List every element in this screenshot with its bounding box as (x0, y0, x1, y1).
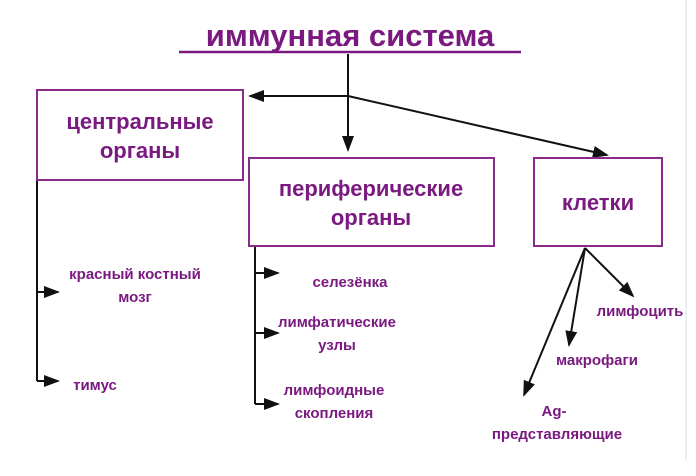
ag-presenting-line2: представляющие (492, 426, 622, 443)
thymus-label: тимус (73, 377, 117, 394)
peripheral-organs-box: периферические органы (248, 157, 495, 247)
peripheral-box-line2: органы (331, 205, 411, 230)
spleen-label: селезёнка (312, 274, 388, 291)
lymphoid-clusters-line2: скопления (295, 405, 374, 422)
macrophages-label: макрофаги (556, 352, 638, 369)
central-organs-box: центральные органы (36, 89, 244, 181)
cells-box-label: клетки (562, 190, 634, 215)
peripheral-box-line1: периферические (279, 176, 463, 201)
lymphocytes-label: лимфоцить (597, 303, 684, 320)
ag-presenting-line1: Ag- (542, 403, 567, 420)
lymph-nodes-line1: лимфатические (278, 314, 396, 331)
red-marrow-line2: мозг (118, 289, 152, 306)
central-box-line2: органы (100, 138, 180, 163)
red-marrow-line1: красный костный (69, 266, 201, 283)
lymph-nodes-line2: узлы (318, 337, 356, 354)
cells-box: клетки (533, 157, 663, 247)
connectors (36, 54, 635, 410)
central-box-line1: центральные (66, 109, 213, 134)
diagram-title: иммунная система (206, 18, 495, 53)
lymphoid-clusters-line1: лимфоидные (284, 382, 385, 399)
